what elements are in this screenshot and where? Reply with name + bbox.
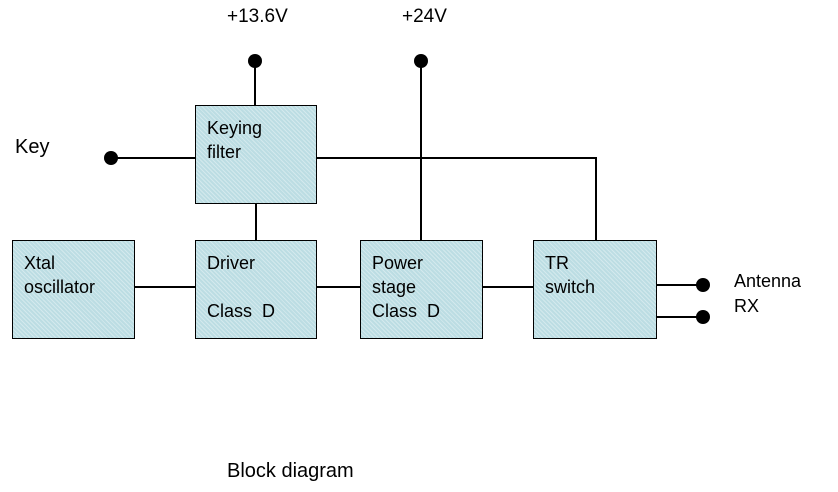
terminal-antenna	[696, 278, 710, 292]
terminal-key	[104, 151, 118, 165]
tr-label-1: TR	[545, 253, 569, 273]
terminal-24v	[414, 54, 428, 68]
rx-label: RX	[734, 296, 760, 316]
supply-label-13v6: +13.6V	[227, 6, 288, 27]
power-label-1: Power	[372, 253, 424, 273]
keying-filter-label-2: filter	[207, 142, 242, 162]
terminal-13v6	[248, 54, 262, 68]
xtal-label-1: Xtal	[24, 253, 56, 273]
key-label: Key	[15, 136, 50, 158]
tr-switch-block: TR switch	[533, 240, 657, 339]
power-label-3: Class D	[372, 301, 441, 321]
wire-keying-to-tr	[316, 157, 597, 241]
driver-label-2: ​	[207, 275, 316, 299]
power-stage-block: Power stage Class D	[360, 240, 483, 339]
tr-label-2: switch	[545, 277, 596, 297]
xtal-label-2: oscillator	[24, 277, 96, 297]
xtal-oscillator-block: Xtal oscillator	[12, 240, 135, 339]
driver-label-3: Class D	[207, 301, 276, 321]
antenna-label: Antenna	[734, 271, 802, 291]
power-label-2: stage	[372, 277, 417, 297]
keying-filter-block: Keying filter	[195, 105, 317, 204]
diagram-caption: Block diagram	[227, 460, 354, 482]
driver-block: Driver ​ Class D	[195, 240, 317, 339]
driver-label-1: Driver	[207, 253, 255, 273]
terminal-rx	[696, 310, 710, 324]
supply-label-24v: +24V	[402, 6, 447, 27]
keying-filter-label-1: Keying	[207, 118, 263, 138]
